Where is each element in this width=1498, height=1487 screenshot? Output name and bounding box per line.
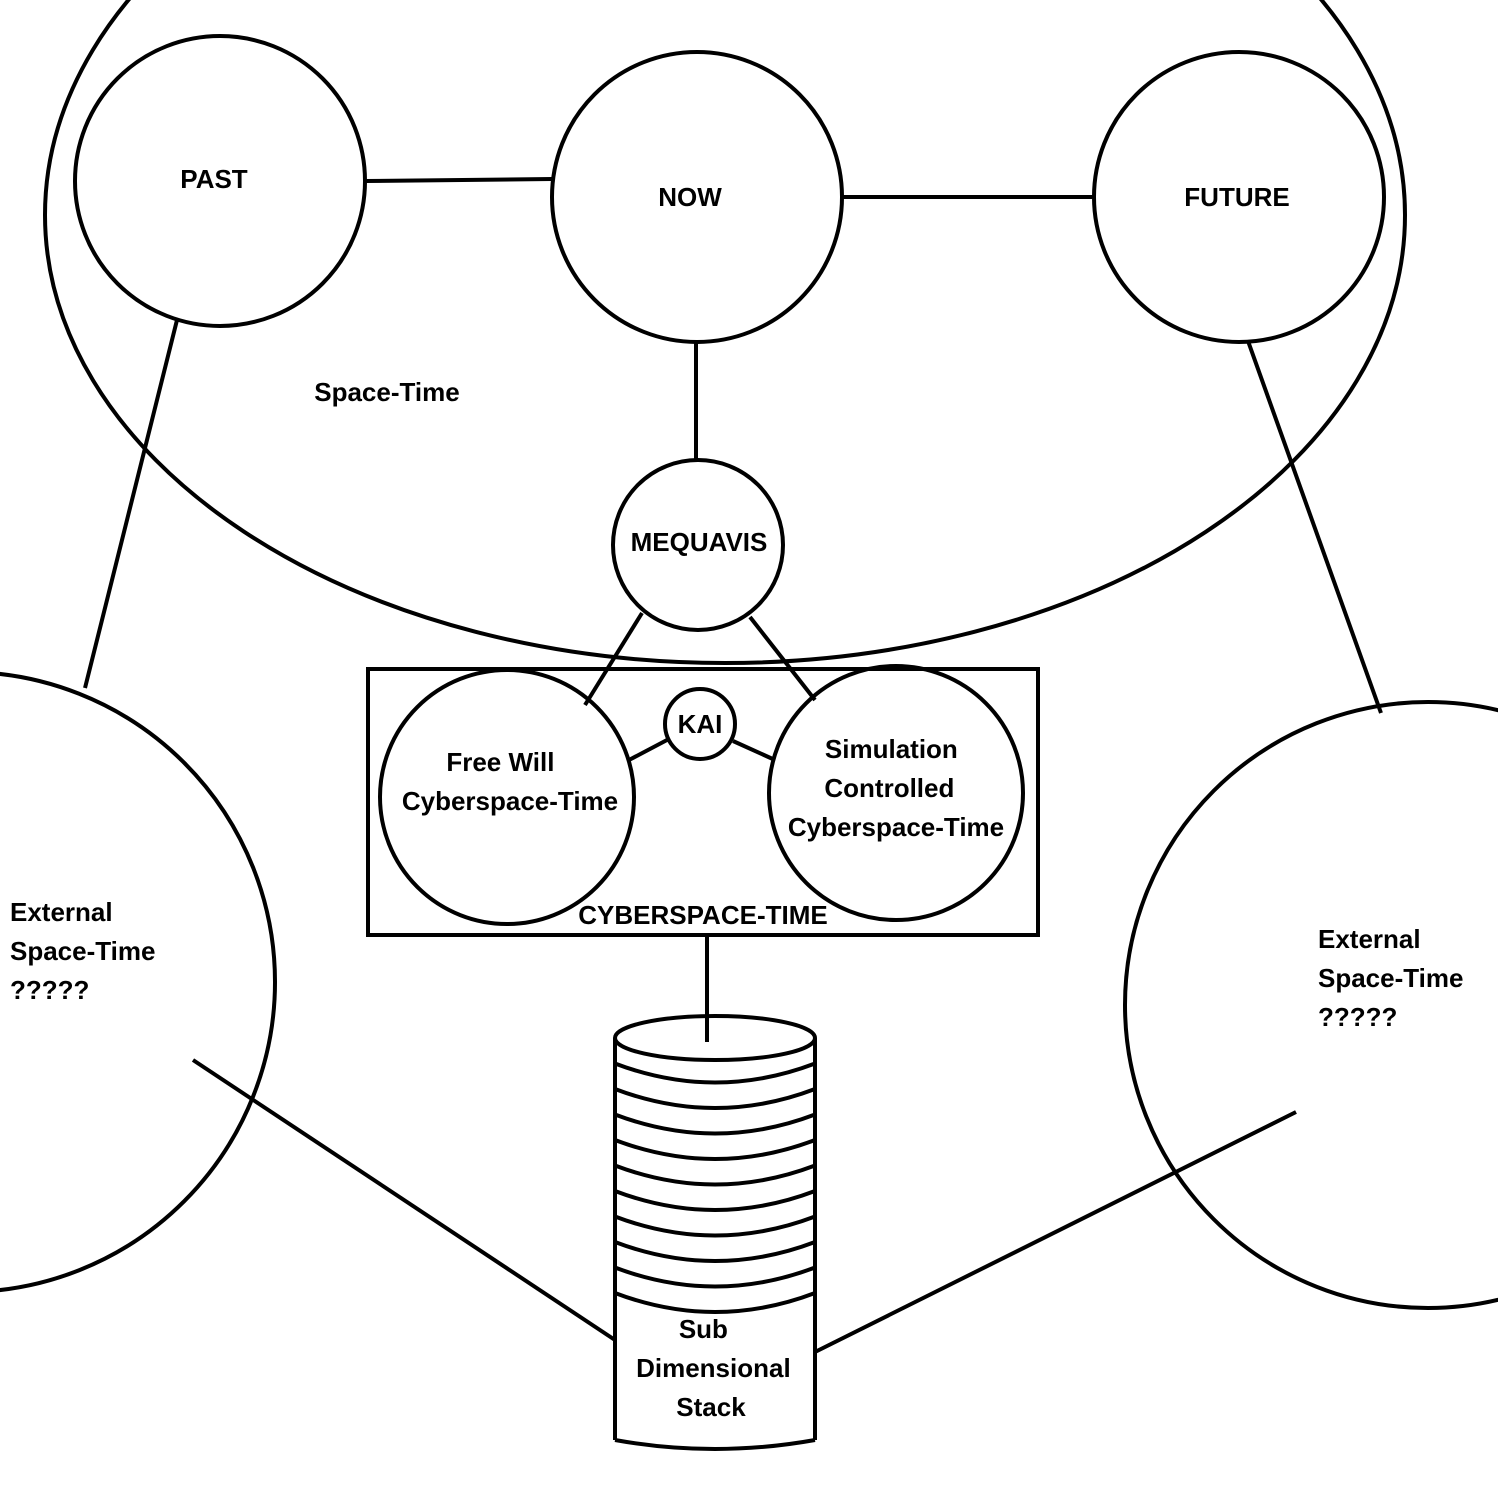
free-will-circle xyxy=(378,668,636,926)
past-circle xyxy=(73,34,367,328)
kai-free-will-link xyxy=(628,738,668,762)
simulation-label: Simulation Controlled Cyberspace-Time xyxy=(788,734,1004,842)
mequavis-circle xyxy=(611,458,785,632)
past-label: PAST xyxy=(180,164,248,194)
stack-layer-arc xyxy=(614,1214,816,1238)
kai-simulation-link xyxy=(732,739,776,762)
stack-layer-arc xyxy=(614,1265,816,1289)
space-time-ellipse xyxy=(43,0,1407,665)
external-right-stack-link xyxy=(814,1110,1297,1354)
stack-layer-arc xyxy=(614,1112,816,1136)
free-will-label: Free Will Cyberspace-Time xyxy=(402,747,618,816)
kai-circle xyxy=(663,687,737,761)
future-external-right-link xyxy=(1246,340,1383,714)
external-space-time-left-circle xyxy=(0,672,277,1292)
cyberspace-time-box xyxy=(366,667,1040,937)
past-now-link xyxy=(365,177,553,183)
mequavis-simulation-link xyxy=(748,615,817,702)
cyberspace-time-label: CYBERSPACE-TIME xyxy=(578,900,827,930)
external-left-stack-link xyxy=(191,1058,617,1342)
mequavis-label: MEQUAVIS xyxy=(631,527,768,557)
stack-layer-arc xyxy=(614,1087,816,1110)
space-time-label: Space-Time xyxy=(314,377,459,407)
future-label: FUTURE xyxy=(1184,182,1289,212)
stack-layer-arc xyxy=(614,1061,816,1085)
stack-layer-arc xyxy=(614,1189,816,1212)
mequavis-free-will-link xyxy=(583,611,644,707)
stack-layer-arc xyxy=(614,1138,816,1161)
future-circle xyxy=(1092,50,1386,344)
stack-layer-arc xyxy=(614,1240,816,1263)
now-label: NOW xyxy=(658,182,722,212)
now-circle xyxy=(550,50,844,344)
sub-dimensional-stack-cylinder xyxy=(613,1014,817,1451)
kai-label: KAI xyxy=(678,709,723,739)
stack-layer-arc xyxy=(614,1291,816,1314)
simulation-circle xyxy=(767,664,1025,922)
external-left-label: External Space-Time ????? xyxy=(10,897,163,1005)
external-space-time-right-circle xyxy=(1123,700,1498,1310)
stack-layer-arc xyxy=(614,1163,816,1187)
sub-dimensional-stack-label: Sub Dimensional Stack xyxy=(636,1314,798,1422)
past-external-left-link xyxy=(83,319,179,689)
external-right-label: External Space-Time ????? xyxy=(1318,924,1471,1032)
